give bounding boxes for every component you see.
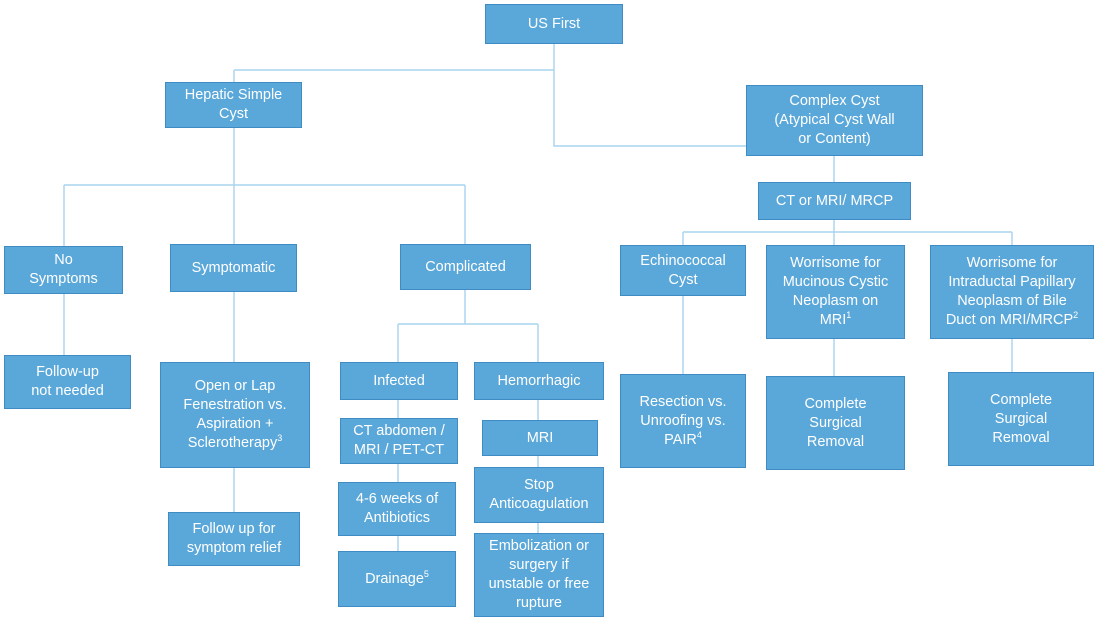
node-text-line: Stop: [524, 477, 554, 493]
node-text-line: Unroofing vs.: [640, 412, 726, 429]
node-text-line: Surgical: [994, 410, 1048, 427]
followup-symptom-relief-box: Follow up for symptom relief: [168, 512, 300, 566]
complex-cyst-box: Complex Cyst (Atypical Cyst Wall or Conten…: [746, 85, 923, 156]
us-first-box: US First: [485, 4, 623, 44]
drainage-box: Drainage5: [338, 551, 456, 607]
node-text-line: Symptoms: [29, 271, 98, 287]
footnote-marker: 2: [1073, 310, 1079, 321]
node-text-line: Antibiotics: [363, 510, 431, 526]
node-text-line: or Content): [798, 131, 871, 147]
footnote-marker: 1: [846, 310, 852, 321]
node-text-line: Hepatic Simple: [184, 87, 283, 103]
node-text-line: Removal: [992, 429, 1050, 446]
complicated-box: Complicated: [400, 244, 531, 290]
node-text-line: CT or MRI/ MRCP: [775, 192, 894, 209]
node-text-line: Follow-up: [36, 364, 99, 380]
node-text-line: Fenestration vs.: [183, 397, 287, 413]
hemorrhagic-box: Hemorrhagic: [474, 362, 604, 400]
node-text-line: Sclerotherapy3: [187, 433, 283, 451]
followup-not-needed-box: Follow-up not needed: [4, 355, 131, 409]
node-text-line: Follow up for: [192, 521, 276, 537]
node-text-line: unstable or free: [488, 576, 590, 592]
node-text-line: MRI / PET-CT: [353, 442, 445, 458]
node-text-line: Complex Cyst: [789, 93, 880, 109]
node-text-line: Worrisome for: [966, 255, 1058, 271]
node-text-line: (Atypical Cyst Wall: [774, 112, 895, 128]
node-text-line: Cyst: [668, 271, 698, 288]
node-text-line: Embolization or: [489, 538, 589, 554]
antibiotics-box: 4-6 weeks of Antibiotics: [338, 482, 456, 536]
node-text-line: Mucinous Cystic: [782, 274, 889, 290]
node-text-line: symptom relief: [186, 540, 282, 556]
infected-box: Infected: [340, 362, 458, 400]
node-text-line: not needed: [31, 383, 104, 399]
mri-box: MRI: [482, 420, 598, 456]
ct-mri-mrcp-box: CT or MRI/ MRCP: [758, 182, 911, 220]
node-text-line: 4-6 weeks of: [355, 491, 439, 507]
node-text-line: Hemorrhagic: [497, 372, 581, 389]
ct-abdomen-box: CT abdomen / MRI / PET-CT: [340, 418, 458, 464]
node-text-line: Duct on MRI/MRCP2: [945, 310, 1079, 328]
node-text-line: Complicated: [425, 258, 506, 275]
node-text-line: Neoplasm on: [792, 293, 879, 309]
node-text-line: Resection vs.: [639, 393, 727, 410]
node-text-line: Drainage5: [365, 568, 429, 587]
node-text-line: Open or Lap: [194, 378, 276, 394]
node-text-line: Symptomatic: [191, 259, 276, 276]
node-text-line: Infected: [373, 372, 425, 389]
node-text-line: MRI: [526, 429, 554, 446]
node-text-line: Aspiration +: [196, 416, 274, 432]
node-text-line: Removal: [806, 433, 865, 450]
node-text-line: US First: [527, 15, 581, 32]
node-text-line: rupture: [516, 595, 562, 611]
node-text-line: Anticoagulation: [489, 496, 589, 512]
node-text-line: Intraductal Papillary: [948, 274, 1076, 290]
embolization-box: Embolization or surgery if unstable or fre…: [474, 533, 604, 617]
node-text-line: PAIR4: [664, 429, 702, 448]
symptomatic-box: Symptomatic: [170, 244, 297, 292]
node-text-line: MRI1: [819, 310, 852, 328]
footnote-marker: 5: [423, 568, 429, 579]
node-text-line: Surgical: [809, 414, 862, 431]
node-text-line: Worrisome for: [790, 255, 881, 271]
node-text-line: Complete: [804, 395, 867, 412]
node-text-line: surgery if: [509, 557, 569, 573]
resection-unroofing-box: Resection vs. Unroofing vs.PAIR4: [620, 374, 746, 468]
node-text-line: Complete: [989, 391, 1053, 408]
footnote-marker: 4: [696, 429, 702, 440]
node-text-line: Echinococcal: [640, 252, 726, 269]
footnote-marker: 3: [277, 433, 283, 444]
node-text-line: Cyst: [219, 106, 248, 122]
node-text-line: CT abdomen /: [353, 423, 445, 439]
node-text-line: No: [54, 252, 73, 268]
node-text-line: Neoplasm of Bile: [957, 293, 1067, 309]
